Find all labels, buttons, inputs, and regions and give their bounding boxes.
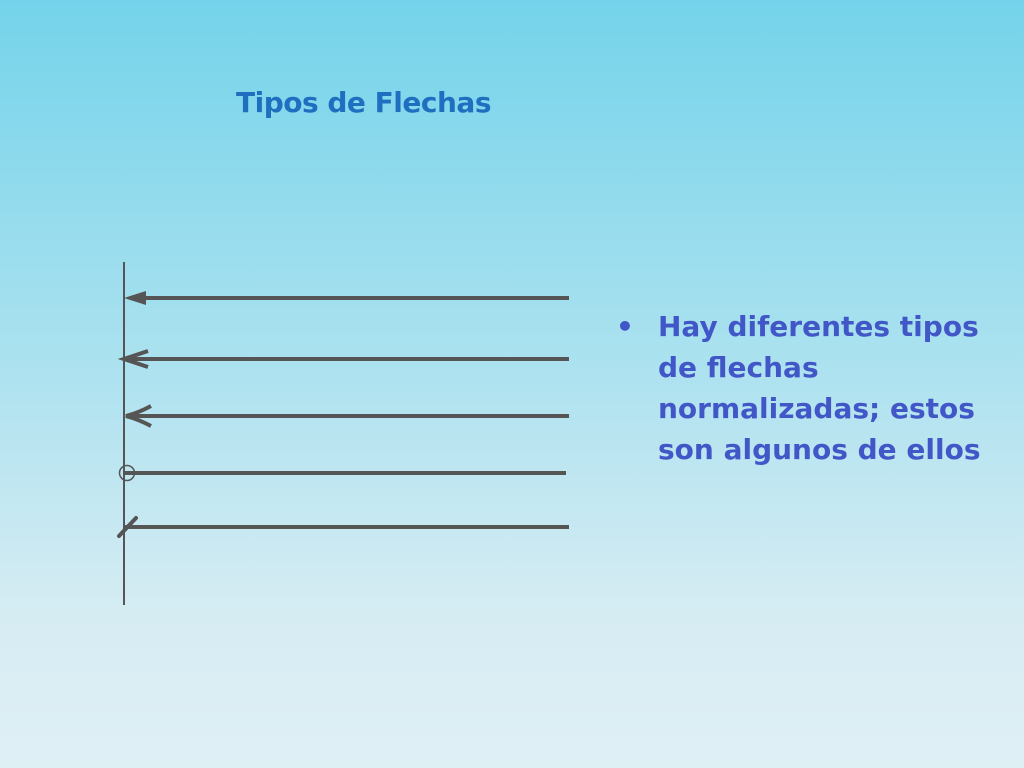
bullet-dot: • [616, 310, 634, 343]
arrow-open-curved [125, 404, 569, 428]
arrow-oblique-tick [117, 516, 569, 538]
bullet-item: • Hay diferentes tipos de flechas normal… [616, 306, 996, 470]
slide-title: Tipos de Flechas [236, 86, 491, 119]
arrow-open-angled [117, 349, 569, 369]
arrow-circle-origin [118, 464, 566, 482]
bullet-text: Hay diferentes tipos de flechas normaliz… [658, 310, 981, 466]
arrow-closed-filled [124, 291, 569, 305]
bullet-list: • Hay diferentes tipos de flechas normal… [616, 306, 996, 470]
